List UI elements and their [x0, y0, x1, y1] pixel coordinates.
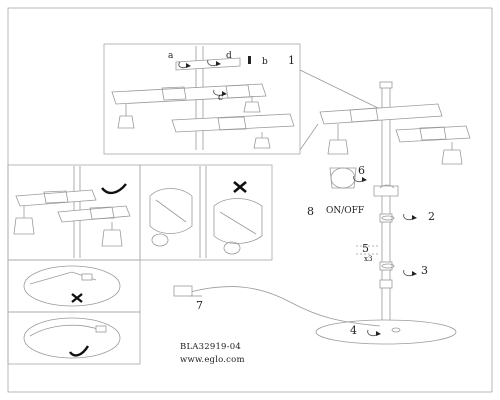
callout-8: 8	[307, 205, 314, 218]
callout-4: 4	[350, 324, 357, 337]
bolt-b	[248, 56, 251, 64]
model-code: BLA32919-04	[180, 342, 241, 352]
detail-panel-1	[103, 43, 379, 155]
lamp-base	[315, 319, 457, 345]
check-mark-icon	[101, 183, 127, 195]
cross-mark-icon	[71, 293, 83, 303]
website: www.eglo.com	[180, 355, 245, 365]
callout-1: 1	[288, 54, 295, 67]
cable-and-switch	[173, 285, 381, 327]
check-mark-icon	[69, 345, 90, 357]
callout-c: c	[218, 93, 224, 103]
callout-7: 7	[196, 299, 203, 312]
quantity-label: x3	[364, 255, 373, 263]
panel-wrong-orientation	[139, 164, 273, 261]
callout-d: d	[226, 51, 232, 61]
panel-cable-correct	[7, 311, 141, 365]
callout-2: 2	[428, 210, 435, 223]
main-lamp	[315, 81, 471, 345]
callout-5: 5	[362, 242, 369, 255]
panel-cable-wrong	[7, 259, 141, 313]
callout-6: 6	[358, 164, 365, 177]
callout-3: 3	[421, 264, 428, 277]
callout-a: a	[168, 51, 174, 61]
switch-label: ON/OFF	[326, 206, 365, 216]
cross-mark-icon	[233, 181, 247, 193]
plug	[173, 285, 193, 297]
callout-b: b	[262, 57, 268, 67]
panel-correct-orientation	[7, 164, 141, 261]
